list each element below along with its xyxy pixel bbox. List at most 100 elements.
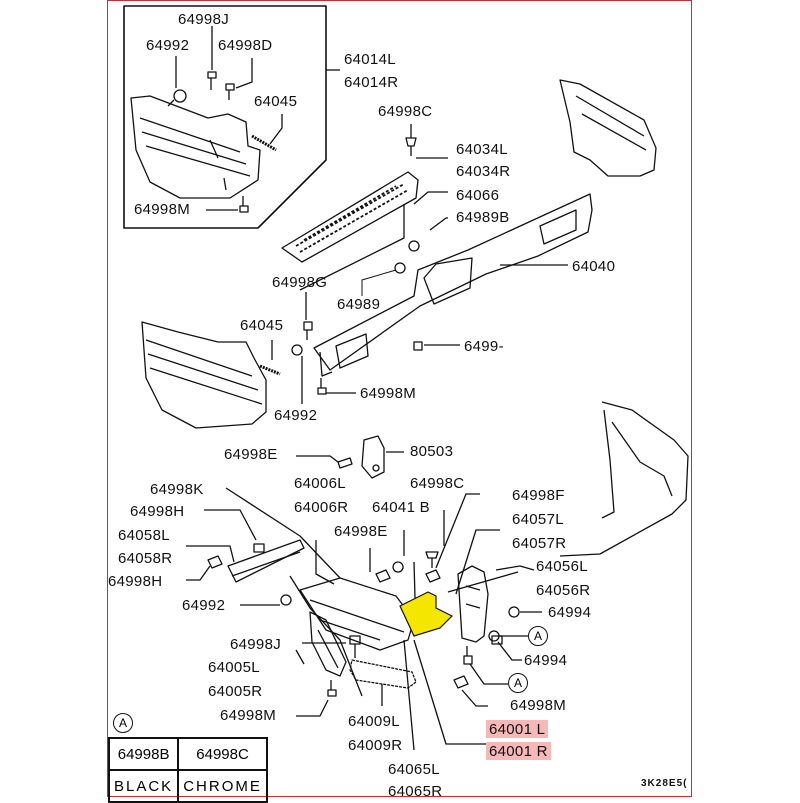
- label-64006L[interactable]: 64006L: [294, 475, 346, 492]
- bolt-64992-low: [280, 594, 292, 606]
- inset-bolt-64992: [173, 89, 187, 103]
- label-inset-64045[interactable]: 64045: [254, 93, 298, 110]
- label-64998G[interactable]: 64998G: [272, 274, 328, 291]
- legend-header-64998C: 64998C: [177, 737, 268, 771]
- label-64992-mid[interactable]: 64992: [274, 407, 318, 424]
- side-support-64005: [309, 611, 347, 677]
- bolt-64998H-a: [253, 543, 265, 553]
- legend-header-64998B: 64998B: [107, 737, 180, 771]
- label-64994-b[interactable]: 64994: [524, 652, 568, 669]
- highlighted-part-64001: [399, 591, 454, 637]
- label-64998C-low[interactable]: 64998C: [410, 475, 465, 492]
- bolt-64998E-low: [375, 569, 391, 583]
- label-64009L[interactable]: 64009L: [348, 713, 400, 730]
- label-64998E-top[interactable]: 64998E: [224, 446, 278, 463]
- strip-64045: [259, 364, 281, 376]
- nut-64994-a: [508, 606, 520, 618]
- bolt-64998H-b: [207, 555, 223, 569]
- bolt-64998E-top: [337, 457, 353, 469]
- label-64998M-mid[interactable]: 64998M: [360, 385, 417, 402]
- label-64056L[interactable]: 64056L: [536, 558, 588, 575]
- legend-value-row: BLACK CHROME: [107, 769, 268, 803]
- drawing-code: 3K28E5(: [641, 778, 688, 789]
- label-64066[interactable]: 64066: [456, 187, 500, 204]
- label-inset-64014L[interactable]: 64014L: [344, 51, 396, 68]
- inset-end-cap: [130, 95, 261, 199]
- label-inset-64992[interactable]: 64992: [146, 37, 190, 54]
- bolt-A-1: [491, 635, 503, 645]
- bolt-64998F: [425, 569, 441, 583]
- legend-value-chrome: CHROME: [177, 769, 268, 803]
- bolt-64998J-low: [349, 635, 361, 658]
- label-64001R[interactable]: 64001 R: [486, 742, 551, 760]
- callout-marker-a-2: A: [508, 673, 528, 693]
- bolt-64998M-mid: [317, 378, 327, 395]
- label-64041B[interactable]: 64041 B: [372, 499, 430, 516]
- label-64040[interactable]: 64040: [572, 258, 616, 275]
- label-64994-a[interactable]: 64994: [548, 604, 592, 621]
- bumper-reinforcement-64040: [313, 193, 593, 377]
- inset-bolt-64998J: [207, 71, 217, 90]
- inset-bolt-64998D: [225, 83, 235, 100]
- label-inset-64998M[interactable]: 64998M: [134, 201, 191, 218]
- stay-64006: [299, 577, 415, 651]
- label-inset-64998J[interactable]: 64998J: [178, 11, 230, 28]
- diagram-frame: [107, 0, 692, 797]
- label-64005R[interactable]: 64005R: [208, 683, 263, 700]
- label-64001L[interactable]: 64001 L: [486, 720, 549, 738]
- label-64998J-low[interactable]: 64998J: [230, 636, 282, 653]
- label-64005L[interactable]: 64005L: [208, 659, 260, 676]
- label-inset-64998D[interactable]: 64998D: [218, 37, 273, 54]
- label-64056R[interactable]: 64056R: [536, 582, 591, 599]
- inset-strip-64045: [251, 134, 277, 152]
- bolt-A-2: [463, 646, 473, 665]
- bolt-64998G: [303, 321, 313, 340]
- label-64045[interactable]: 64045: [240, 317, 284, 334]
- label-64998H-a[interactable]: 64998H: [130, 503, 185, 520]
- label-64992-low[interactable]: 64992: [182, 597, 226, 614]
- label-64009R[interactable]: 64009R: [348, 737, 403, 754]
- label-64998K[interactable]: 64998K: [150, 481, 204, 498]
- label-64065R[interactable]: 64065R: [388, 783, 443, 800]
- label-64058L[interactable]: 64058L: [118, 527, 170, 544]
- callout-marker-a-1: A: [528, 626, 548, 646]
- bolt-64998M-low: [327, 680, 337, 697]
- label-80503[interactable]: 80503: [410, 443, 454, 460]
- legend-marker-a: A: [113, 713, 133, 733]
- label-64034L[interactable]: 64034L: [456, 141, 508, 158]
- label-6499x[interactable]: 6499-: [464, 338, 504, 355]
- label-64998H-b[interactable]: 64998H: [108, 573, 163, 590]
- label-64006R[interactable]: 64006R: [294, 499, 349, 516]
- label-64998E-low[interactable]: 64998E: [334, 523, 388, 540]
- clip-64998C-top: [405, 137, 417, 156]
- right-end-cap-upper: [559, 79, 657, 177]
- label-64058R[interactable]: 64058R: [118, 550, 173, 567]
- bolt-64992-mid: [291, 344, 303, 356]
- legend-value-black: BLACK: [107, 769, 180, 803]
- label-64057L[interactable]: 64057L: [512, 511, 564, 528]
- label-64989[interactable]: 64989: [337, 296, 381, 313]
- nut-6499x: [413, 341, 423, 351]
- bracket-80503: [361, 435, 385, 479]
- label-64057R[interactable]: 64057R: [512, 535, 567, 552]
- hanger-64056: [457, 565, 489, 643]
- label-64065L[interactable]: 64065L: [388, 761, 440, 778]
- label-inset-64014R[interactable]: 64014R: [344, 74, 399, 91]
- label-64034R[interactable]: 64034R: [456, 163, 511, 180]
- label-64989B[interactable]: 64989B: [456, 209, 510, 226]
- label-64998M-right[interactable]: 64998M: [510, 697, 567, 714]
- label-64998C-top[interactable]: 64998C: [378, 103, 433, 120]
- left-end-cap-middle: [141, 321, 267, 429]
- bumper-cover-right: [559, 401, 689, 557]
- inset-bolt-64998M: [239, 196, 249, 213]
- nut-64041B: [392, 561, 404, 573]
- label-64998M-low[interactable]: 64998M: [220, 707, 277, 724]
- finish-legend-table: 64998B 64998C BLACK CHROME: [107, 737, 268, 803]
- label-64998F[interactable]: 64998F: [512, 487, 565, 504]
- inset-box: [123, 5, 327, 229]
- bracket-64058: [227, 539, 305, 583]
- grille-panel-64034: [281, 171, 419, 263]
- rod-64066: [299, 204, 405, 291]
- legend-header-row: 64998B 64998C: [107, 737, 268, 771]
